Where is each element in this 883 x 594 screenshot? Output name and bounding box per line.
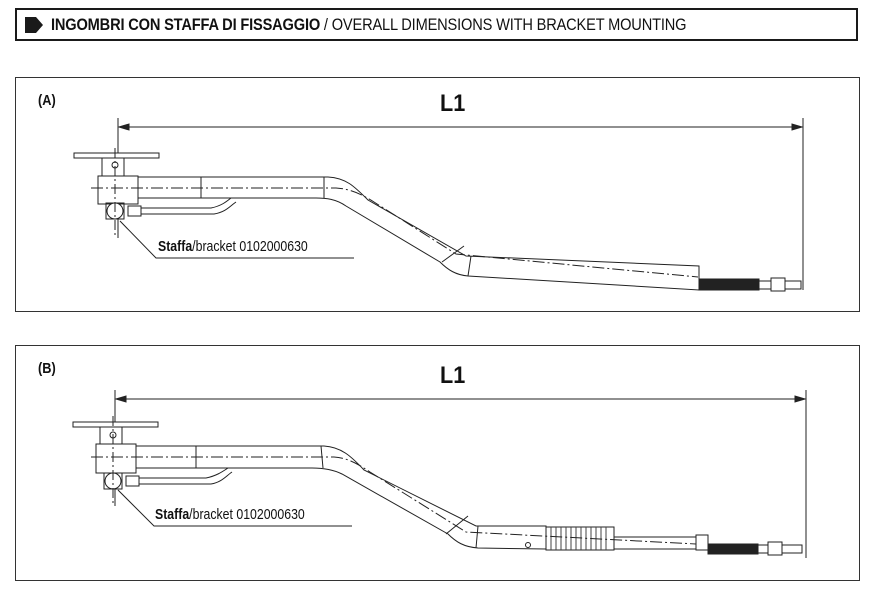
callout-text: /bracket 0102000630 <box>189 506 305 523</box>
hose-end-spring <box>698 277 802 292</box>
title-separator: / <box>320 14 332 34</box>
arm-tube <box>137 176 700 291</box>
drawing-panel-b: (B) L1 Staffa/bracket 0102000630 <box>15 345 860 581</box>
dimension-arrow-right <box>791 123 804 131</box>
bracket-callout: Staffa/bracket 0102000630 <box>155 506 305 523</box>
dimension-label: L1 <box>440 362 466 389</box>
panel-label: (B) <box>38 360 56 377</box>
bracket-mount <box>99 426 123 445</box>
dimension-arrow-left <box>114 395 127 403</box>
dimension-arrow-right <box>794 395 807 403</box>
bracket-plate <box>72 421 159 428</box>
technical-drawing-b <box>72 390 807 558</box>
callout-bold: Staffa <box>155 506 190 523</box>
drawing-panel-a: (A) L1 Staffa/bracket 0102000630 <box>15 77 860 312</box>
dimension-label: L1 <box>440 90 466 117</box>
callout-leader <box>119 220 354 259</box>
title-italian: INGOMBRI CON STAFFA DI FISSAGGIO <box>51 14 321 34</box>
arm-body <box>95 443 137 474</box>
bracket-plate <box>73 152 160 159</box>
section-title: INGOMBRI CON STAFFA DI FISSAGGIO / OVERA… <box>51 15 686 35</box>
dimension-arrow-left <box>117 123 130 131</box>
callout-text: /bracket 0102000630 <box>192 238 308 255</box>
title-english: OVERALL DIMENSIONS WITH BRACKET MOUNTING <box>331 14 687 34</box>
technical-drawing-a <box>73 118 804 292</box>
arm-body <box>97 175 139 205</box>
arm-tube <box>135 445 547 550</box>
callout-bold: Staffa <box>158 238 193 255</box>
bracket-callout: Staffa/bracket 0102000630 <box>158 238 308 255</box>
callout-leader <box>117 489 352 527</box>
hose-end-spring <box>707 541 803 556</box>
section-header: INGOMBRI CON STAFFA DI FISSAGGIO / OVERA… <box>15 8 858 41</box>
telescopic-rod <box>613 536 697 550</box>
panel-label: (A) <box>38 92 56 109</box>
